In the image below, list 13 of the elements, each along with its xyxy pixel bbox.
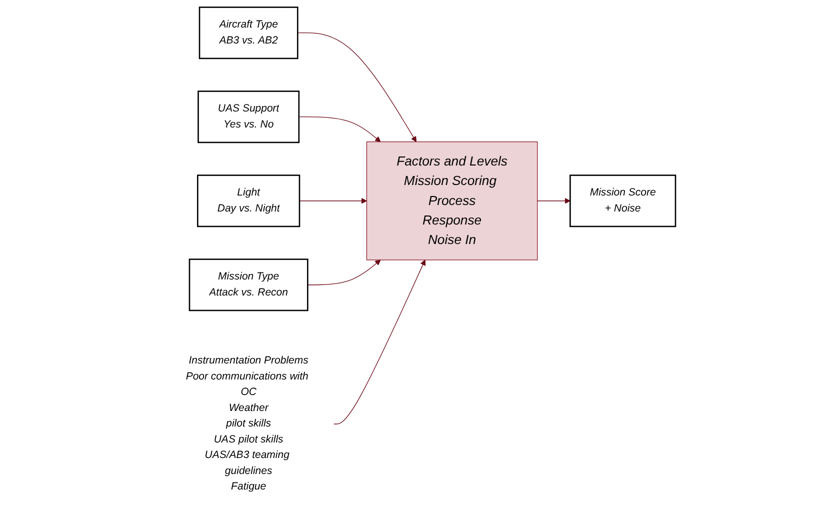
node-box: Mission Type Attack vs. Recon bbox=[188, 258, 308, 312]
arrow bbox=[334, 260, 426, 424]
arrow bbox=[307, 260, 381, 286]
arrow bbox=[299, 198, 368, 204]
arrow bbox=[537, 198, 571, 204]
node-box: Light Day vs. Night bbox=[197, 174, 300, 228]
arrow bbox=[297, 32, 417, 142]
node-box: Factors and Levels Mission Scoring Process Response Noise In bbox=[366, 141, 538, 260]
node-box: Aircraft Type AB3 vs. AB2 bbox=[198, 6, 298, 60]
node-box: UAS Support Yes vs. No bbox=[198, 90, 300, 144]
node-box: Mission Score + Noise bbox=[570, 174, 676, 228]
arrow bbox=[298, 116, 381, 142]
node-text: Instrumentation Problems Poor communications with OC Weather pilot skills UAS pilot skills UAS/AB3 teaming guidelines Fatigue bbox=[186, 355, 309, 492]
